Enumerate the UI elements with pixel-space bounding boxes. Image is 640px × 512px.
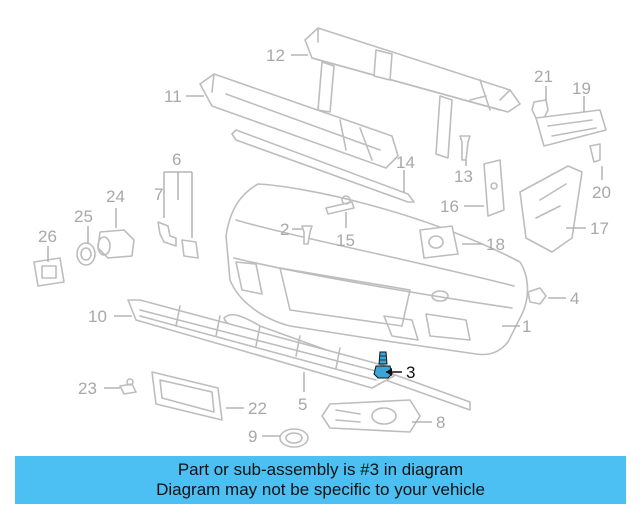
callout-26: 26 [38,227,57,246]
part-ring-cap [279,428,309,448]
part-lamp-bracket-18 [419,225,459,259]
callout-21: 21 [534,67,553,86]
callout-22: 22 [248,399,267,418]
callout-5: 5 [298,395,307,414]
callout-9: 9 [248,427,257,446]
callout-14: 14 [396,153,415,172]
callout-7: 7 [154,185,163,204]
callout-24: 24 [106,187,125,206]
callout-4: 4 [570,289,579,308]
part-energy-absorber [199,73,399,169]
callout-labels: 1 2 3 4 5 6 7 8 9 10 11 12 13 14 15 16 1… [38,46,611,446]
callout-23: 23 [78,379,97,398]
part-lower-grille [127,299,395,389]
part-license-bracket [151,371,223,421]
callout-1: 1 [522,317,531,336]
part-small-clip [119,378,137,395]
part-sensor-bracket [33,257,65,287]
callout-17: 17 [590,219,609,238]
banner-line-1: Part or sub-assembly is #3 in diagram [177,460,464,479]
callout-25: 25 [74,207,93,226]
part-bumper-cover [225,183,529,356]
callout-19: 19 [572,79,591,98]
callout-20: 20 [592,183,611,202]
callout-11: 11 [164,87,182,106]
part-cover-6 [181,239,199,259]
callout-18: 18 [486,235,505,254]
callout-13: 13 [454,167,473,186]
callout-15: 15 [336,231,355,250]
leader-lines [47,54,603,437]
part-side-bracket-16 [483,159,505,217]
part-bracket-7 [157,221,177,247]
part-side-guide-17 [519,165,583,253]
banner-line-2: Diagram may not be specific to your vehi… [156,480,485,499]
callout-8: 8 [436,413,445,432]
part-fog-grille [321,399,421,433]
part-upper-bracket-19 [535,109,607,147]
part-screw-3 [373,351,393,379]
callout-10: 10 [88,307,107,326]
part-upper-trim-strip [231,129,415,203]
callout-2: 2 [280,220,289,239]
callout-16: 16 [440,197,459,216]
callout-12: 12 [266,46,285,65]
callout-3: 3 [406,363,415,382]
part-sensor-ring [76,242,96,266]
part-parking-sensor [97,229,135,259]
part-reinforcement-bar [304,27,521,159]
info-banner: Part or sub-assembly is #3 in diagram Di… [15,456,626,504]
callout-6: 6 [172,150,181,169]
